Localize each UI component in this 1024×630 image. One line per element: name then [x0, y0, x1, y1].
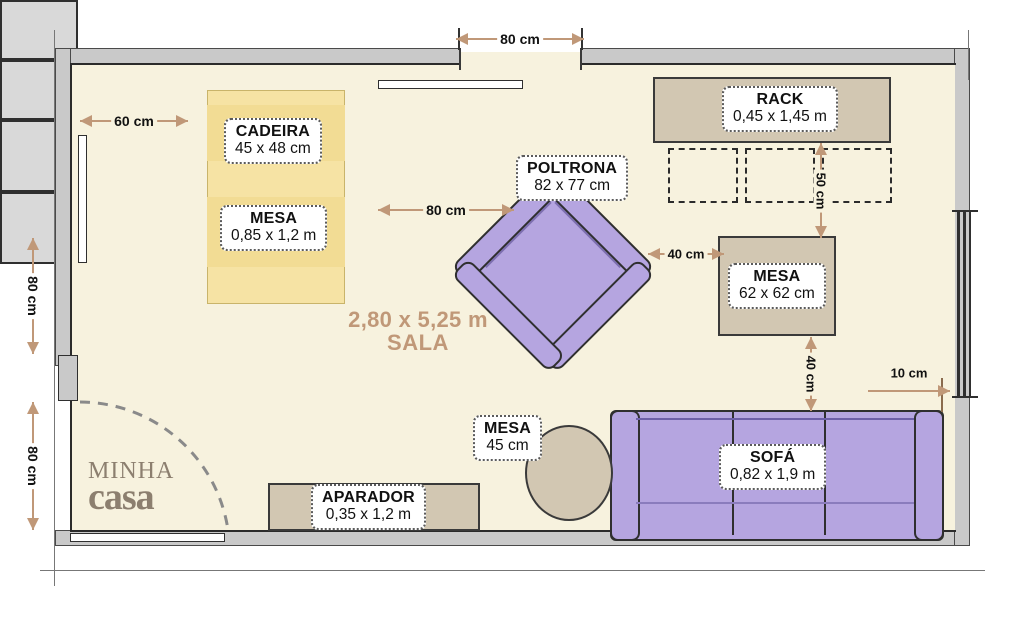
wall-left — [55, 48, 71, 366]
label-mesa-lateral-size: 62 x 62 cm — [739, 285, 815, 303]
dimension-table-to-chair: 80 cm — [378, 199, 514, 221]
ref-line-left-vertical — [54, 30, 55, 586]
arrow-right — [176, 115, 188, 127]
sliding-door-right — [957, 212, 960, 397]
arrow-top — [27, 402, 39, 414]
arrow-right — [572, 33, 584, 45]
label-cadeira-name: CADEIRA — [235, 123, 311, 140]
label-mesa-centro: MESA 45 cm — [473, 415, 543, 461]
arrow-top — [27, 238, 39, 250]
label-mesa-lateral: MESA 62 x 62 cm — [728, 263, 826, 309]
arrow-right — [712, 248, 724, 260]
logo-minha-casa: MINHA casa — [88, 459, 174, 518]
sofa-seat-line — [636, 502, 914, 504]
dimension-poltrona-to-mesa-label: 40 cm — [664, 246, 708, 262]
sliding-door-right-3 — [969, 212, 971, 397]
arrow-left — [378, 204, 390, 216]
dimension-poltrona-to-mesa: 40 cm — [648, 244, 724, 264]
dimension-left-to-table: 60 cm — [80, 110, 188, 132]
top-opening-jamb-right — [580, 48, 582, 70]
window-left — [78, 135, 87, 263]
label-aparador-size: 0,35 x 1,2 m — [325, 506, 412, 524]
label-aparador-name: APARADOR — [322, 489, 415, 506]
door-left-hinge — [58, 355, 78, 401]
rack-clearance-box-1 — [668, 148, 738, 203]
room-title: 2,80 x 5,25 m SALA — [318, 308, 518, 354]
dimension-top-door: 80 cm — [456, 28, 584, 50]
dimension-left-window-label: 80 cm — [25, 273, 41, 319]
arrow-top — [815, 143, 827, 155]
label-poltrona-name: POLTRONA — [527, 160, 618, 177]
label-rack-name: RACK — [756, 91, 804, 108]
top-opening-floor — [460, 52, 582, 66]
label-rack-size: 0,45 x 1,45 m — [733, 108, 827, 126]
arrow-left — [648, 248, 660, 260]
arrow-right — [502, 204, 514, 216]
arrow-bottom — [27, 342, 39, 354]
sliding-door-right-jamb-bottom — [952, 396, 978, 398]
dimension-bar — [868, 389, 950, 393]
sofa-armrest-left — [610, 410, 640, 541]
arrow-left — [456, 33, 468, 45]
dimension-table-to-chair-label: 80 cm — [423, 202, 469, 218]
wall-left-lower — [55, 366, 71, 546]
dimension-left-door-label: 80 cm — [25, 443, 41, 489]
window-top — [378, 80, 523, 89]
label-cadeira: CADEIRA 45 x 48 cm — [224, 118, 322, 164]
label-mesa-jantar-size: 0,85 x 1,2 m — [231, 227, 317, 245]
dimension-mesa-to-sofa: 40 cm — [800, 337, 822, 411]
ref-line-bottom-horizontal — [40, 570, 985, 571]
dimension-sofa-to-wall: 10 cm — [868, 365, 950, 401]
sofa-armrest-right — [914, 410, 944, 541]
window-bottom — [70, 533, 225, 542]
label-sofa-name: SOFÁ — [750, 449, 796, 466]
arrow-right — [938, 385, 950, 397]
label-rack: RACK 0,45 x 1,45 m — [722, 86, 838, 132]
top-opening-jamb-left — [459, 48, 461, 70]
dimension-top-door-label: 80 cm — [497, 31, 543, 47]
room-title-dimensions: 2,80 x 5,25 m — [348, 307, 488, 332]
dimension-rack-to-mesa: 50 cm — [810, 143, 832, 238]
rack-clearance-box-3 — [822, 148, 892, 203]
label-sofa-size: 0,82 x 1,9 m — [730, 466, 816, 484]
label-poltrona: POLTRONA 82 x 77 cm — [516, 155, 629, 201]
ref-line-top-right — [968, 30, 969, 80]
arrow-bottom — [805, 399, 817, 411]
dimension-rack-to-mesa-label: 50 cm — [813, 169, 829, 212]
label-mesa-jantar: MESA 0,85 x 1,2 m — [220, 205, 328, 251]
sofa-backrest-line — [636, 418, 914, 420]
dimension-left-door: 80 cm — [22, 402, 44, 530]
label-cadeira-size: 45 x 48 cm — [235, 140, 311, 158]
label-mesa-centro-size: 45 cm — [486, 437, 529, 455]
room-title-name: SALA — [387, 330, 449, 356]
dimension-sofa-to-wall-label: 10 cm — [887, 365, 931, 381]
label-poltrona-size: 82 x 77 cm — [534, 177, 610, 195]
rack-clearance-box-2 — [745, 148, 815, 203]
dimension-left-window: 80 cm — [22, 238, 44, 354]
arrow-bottom — [815, 226, 827, 238]
label-mesa-lateral-name: MESA — [753, 268, 801, 285]
dimension-left-to-table-label: 60 cm — [111, 113, 157, 129]
logo-line-2: casa — [88, 475, 155, 518]
arrow-left — [80, 115, 92, 127]
label-aparador: APARADOR 0,35 x 1,2 m — [311, 484, 426, 530]
floor-outline-left — [70, 63, 72, 531]
dimension-mesa-to-sofa-label: 40 cm — [803, 352, 819, 396]
label-mesa-centro-name: MESA — [484, 420, 532, 437]
label-mesa-jantar-name: MESA — [250, 210, 298, 227]
sliding-door-right-2 — [963, 212, 966, 397]
sliding-door-right-jamb-top — [952, 210, 978, 212]
label-sofa: SOFÁ 0,82 x 1,9 m — [719, 444, 827, 490]
arrow-bottom — [27, 518, 39, 530]
arrow-top — [805, 337, 817, 349]
floor-outline-bottom — [70, 530, 956, 532]
